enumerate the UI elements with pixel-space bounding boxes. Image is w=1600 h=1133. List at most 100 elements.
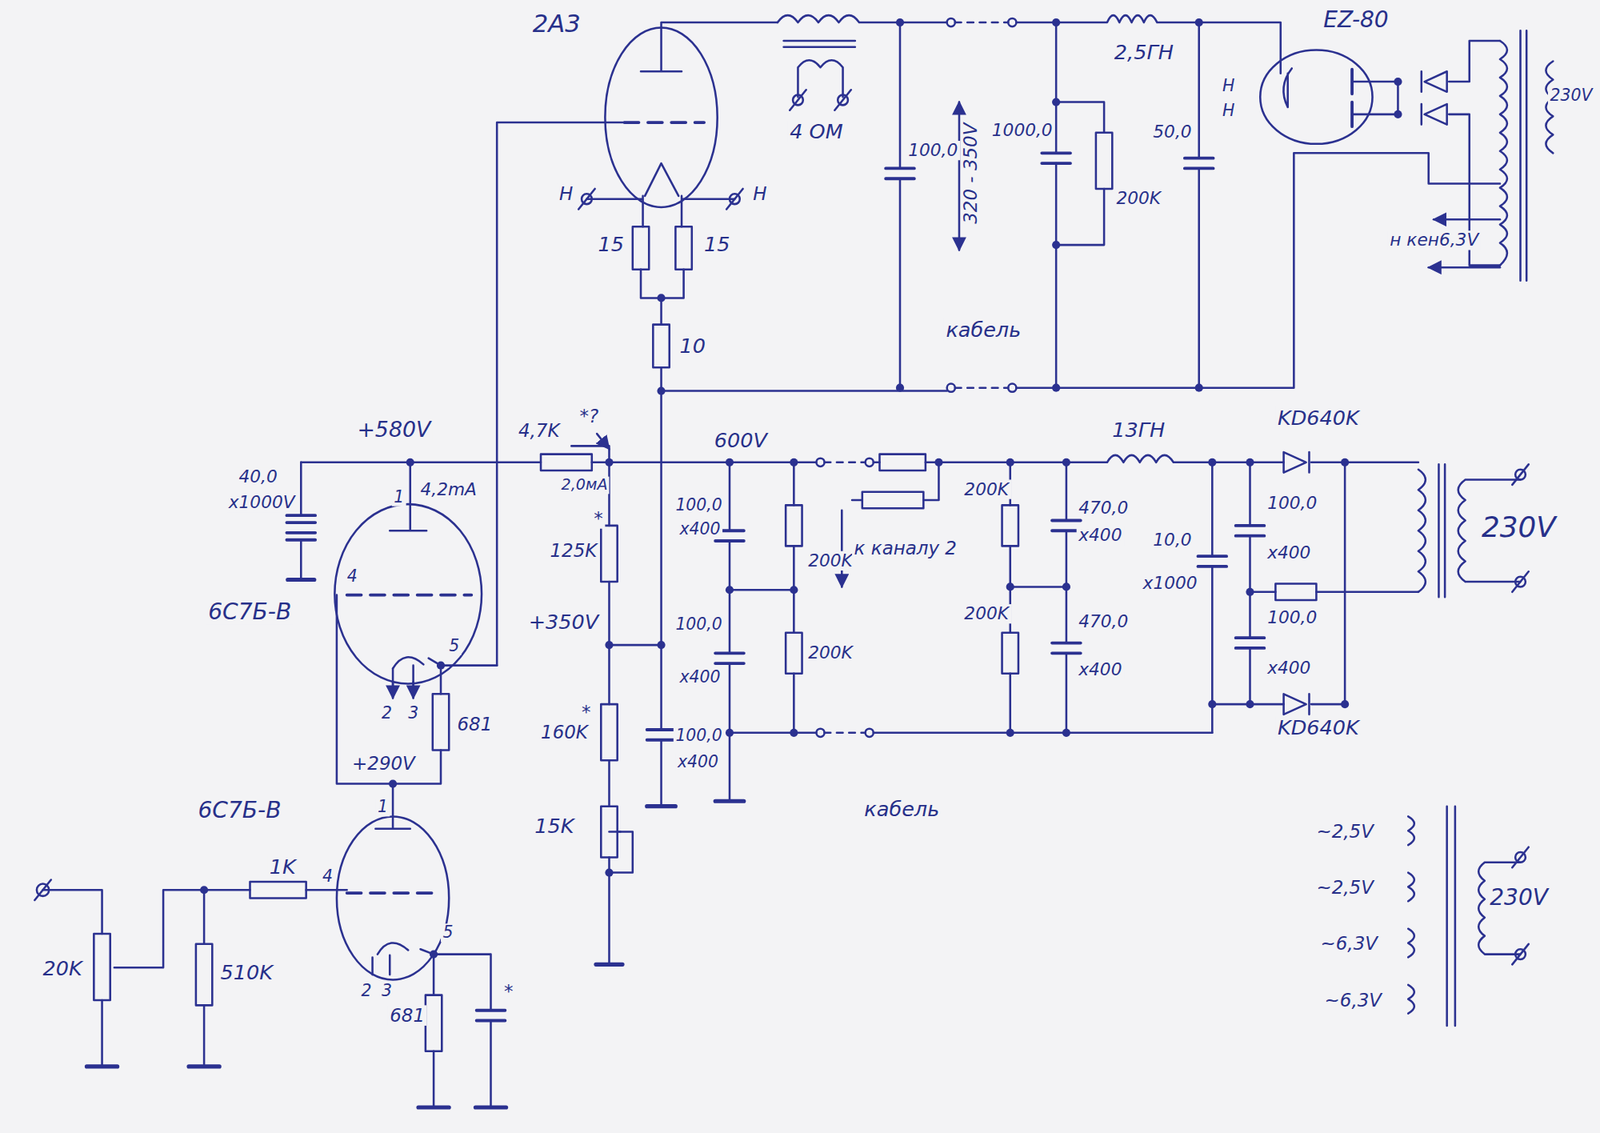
wire-part	[43, 889, 348, 1067]
tube-cathode-part	[392, 656, 424, 668]
wire-part	[899, 22, 902, 388]
tube-envelope-part	[1260, 49, 1372, 144]
tube-envelope	[334, 27, 1372, 980]
junction-dot-part	[1245, 700, 1254, 708]
arrow-symbol-part	[392, 681, 395, 698]
wire-part	[420, 948, 492, 1108]
transformer-symbol-part	[1545, 61, 1553, 154]
component-label: +290V	[349, 752, 417, 773]
arrow-symbol-part	[1433, 218, 1500, 221]
component-label: 4,2mA	[418, 479, 480, 499]
junction-dot-part	[1393, 77, 1402, 86]
junction-dot-part	[1052, 240, 1060, 249]
wire-part	[640, 22, 778, 72]
wire-part	[661, 152, 1500, 391]
tube-envelope-part	[604, 27, 717, 207]
junction-dot-part	[1208, 458, 1216, 467]
tube-cathode-part	[1350, 69, 1354, 127]
component-label: Н	[751, 184, 769, 204]
component-label: 4 ОМ	[788, 120, 846, 144]
ground-symbol	[86, 579, 744, 1107]
component-label: +580V	[355, 418, 433, 442]
component-label: 200K	[806, 551, 856, 571]
tube-cathode-part	[644, 163, 679, 196]
junction-dot-part	[388, 779, 397, 788]
component-label: 15	[596, 232, 627, 256]
wire-part	[1065, 462, 1068, 733]
tube-cathode	[372, 68, 1352, 975]
wire	[43, 15, 1500, 1108]
component-label: 2A3	[530, 10, 583, 38]
component-label: ~6,3V	[1322, 989, 1384, 1010]
capacitor-symbol-part	[1041, 152, 1071, 164]
resistor-symbol-part	[785, 504, 802, 546]
component-label: ~6,3V	[1318, 933, 1380, 954]
junction-dot-part	[789, 585, 798, 594]
component-label: 13ГН	[1110, 418, 1168, 441]
junction-dot-part	[725, 728, 734, 737]
junction-dot-part	[429, 949, 438, 958]
junction-dot-part	[1006, 458, 1015, 467]
component-label: 4,7K	[516, 420, 562, 441]
wire-part	[1352, 40, 1500, 266]
component-label: x400	[1265, 658, 1313, 678]
component-label: KD640K	[1275, 716, 1361, 739]
component-label: 1000,0	[989, 120, 1055, 140]
component-label: кабель	[862, 797, 942, 820]
resistor-symbol-part	[1002, 632, 1019, 674]
tube-grid-part	[347, 593, 472, 597]
component-label: 200K	[1114, 188, 1164, 208]
junction-dot-part	[1006, 728, 1015, 737]
component-label: 100,0	[673, 726, 725, 744]
component-label: 1	[392, 488, 407, 506]
transformer-symbol-part	[1418, 469, 1426, 592]
junction-dot-part	[725, 585, 734, 594]
resistor-symbol-part	[432, 693, 449, 750]
component-label: 4	[344, 567, 360, 585]
junction-dot-part	[1062, 458, 1071, 467]
resistor-symbol-part	[600, 525, 617, 582]
component-label: x400	[675, 752, 720, 771]
junction-dot	[200, 18, 1403, 959]
wire-part	[777, 15, 948, 23]
wire-part	[1212, 462, 1345, 733]
junction-dot-part	[1245, 458, 1254, 467]
junction-dot-part	[1052, 97, 1060, 106]
wire-part	[496, 122, 624, 666]
junction-dot-part	[1052, 18, 1060, 27]
transformer-symbol-part	[1520, 30, 1528, 280]
component-label: ~2,5V	[1314, 877, 1376, 898]
component-label: 2,0мА	[559, 476, 610, 494]
junction-dot-part	[1195, 384, 1204, 392]
resistor-symbol-part	[785, 632, 802, 674]
cable-terminal-part	[947, 384, 956, 392]
junction-dot-part	[1245, 588, 1254, 596]
component-label: 5	[447, 636, 462, 655]
junction-dot-part	[406, 458, 415, 467]
arrow-symbol-part	[608, 830, 620, 833]
capacitor-symbol-part	[885, 168, 915, 179]
component-label: 10,0	[1151, 530, 1194, 550]
junction-dot-part	[604, 868, 613, 876]
component-label: 3	[379, 981, 394, 1000]
transformer-symbol-part	[1408, 816, 1415, 1013]
junction-dot-part	[656, 386, 665, 395]
resistor-symbol-part	[675, 226, 692, 270]
junction-dot-part	[1062, 582, 1071, 591]
component-label: 681	[455, 714, 495, 735]
component-label: x1000V	[226, 492, 297, 512]
resistor-symbol-part	[1096, 132, 1112, 189]
component-label: Н	[1220, 102, 1237, 120]
capacitor-symbol-part	[1197, 556, 1227, 567]
component-label: 10	[677, 334, 708, 357]
junction-dot-part	[1393, 110, 1402, 119]
tube-cathode-part	[1283, 68, 1292, 107]
component-label: 6С7Б-В	[206, 600, 294, 625]
component-label: x400	[677, 668, 723, 686]
junction-dot-part	[1340, 700, 1349, 708]
component-label: 510K	[218, 961, 276, 984]
component-label: *?	[577, 406, 601, 427]
arrow-symbol	[392, 102, 1500, 832]
wire-part	[1010, 462, 1067, 733]
